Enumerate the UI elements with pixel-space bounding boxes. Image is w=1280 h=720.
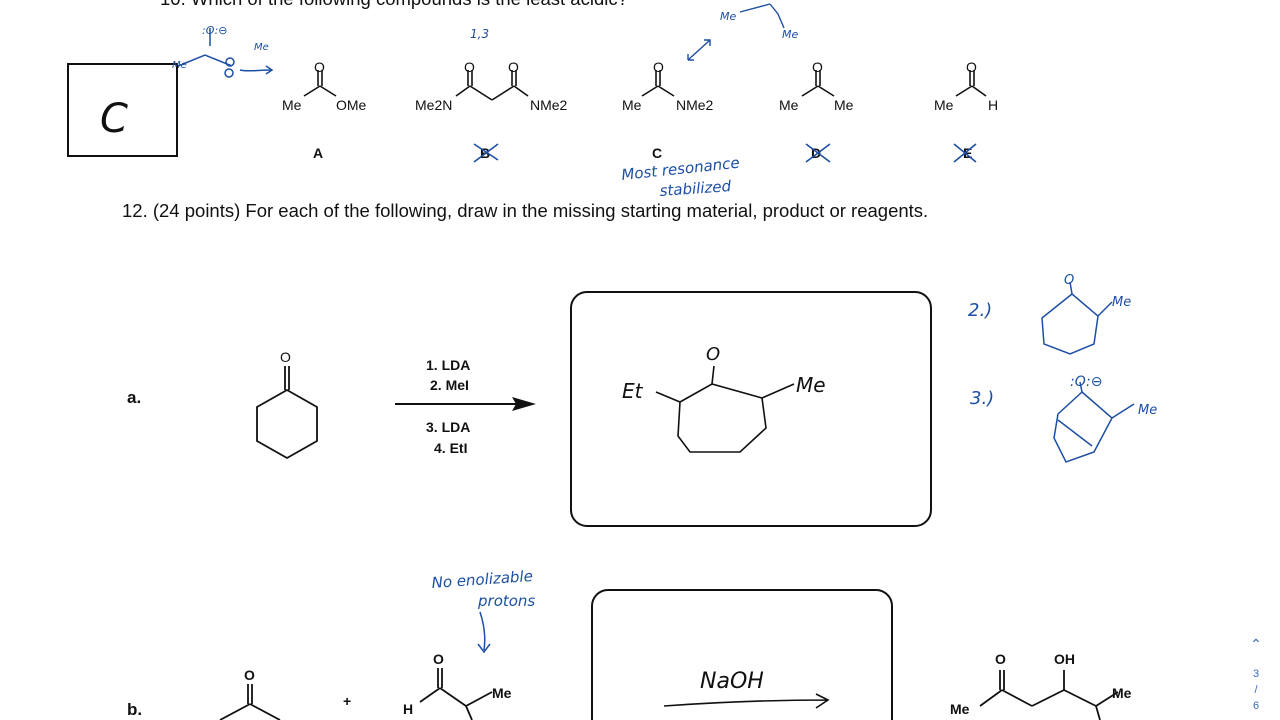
svg-text:NMe2: NMe2 [530,97,568,113]
annotation-no-enolizable: No enolizable [431,567,533,592]
compound-a: O Me OMe A [282,59,367,161]
svg-text:Me: Me [1112,685,1132,701]
ketone-reactant: O [219,667,281,720]
compound-d: O Me Me D [779,59,854,163]
part-b-label: b. [127,700,143,719]
plus-sign: + [343,693,351,709]
page-up-icon[interactable]: ⌃ [1250,636,1262,652]
svg-text:Me: Me [492,685,512,701]
svg-text:Me: Me [934,97,954,113]
svg-text:O: O [280,349,291,365]
question-12-text: 12. (24 points) For each of the followin… [122,200,929,221]
reagent-1: 1. LDA [426,357,470,373]
step-3-oxygen: :O:⊖ [1070,374,1102,390]
current-page: 3 [1252,668,1260,680]
step-2-o: O [1064,273,1074,288]
compound-e: O Me H E [934,59,998,163]
step-2-me: Me [1112,295,1131,310]
cyclohexanone: O [256,349,318,460]
answer-box[interactable] [67,63,178,157]
svg-text:O: O [314,59,325,75]
compound-e-label: E [963,145,972,161]
step-2-sketch [1041,281,1113,355]
step-3-label: 3.) [970,388,994,409]
total-pages: 6 [1252,700,1260,712]
page-separator: / [1254,684,1258,696]
step-3-me: Me [1138,403,1157,418]
annotation-me-c1: Me [720,10,736,23]
answer-letter: C [100,96,128,142]
handdrawn-product-a [655,365,795,453]
handdrawn-et: Et [622,379,644,403]
resonance-structure-sketch [739,3,785,29]
compound-c: O Me NMe2 C [622,59,714,161]
svg-text:Me: Me [950,701,970,717]
resonance-sketch [177,28,274,78]
svg-text:H: H [403,701,413,717]
svg-text:H: H [988,97,998,113]
svg-text:NMe2: NMe2 [676,97,714,113]
reagent-3: 3. LDA [426,419,470,435]
product-box-a[interactable] [570,291,932,527]
reagent-box-b[interactable] [591,589,893,720]
cross-out-e [953,143,977,163]
blue-oxygen-sketch: :O:⊖ [202,24,228,37]
reagent-2: 2. MeI [430,377,469,393]
svg-text:O: O [653,59,664,75]
compound-c-label: C [652,145,662,161]
svg-text:OH: OH [1054,651,1075,667]
cross-out-b [473,143,499,163]
annotation-stabilized: stabilized [659,177,732,200]
compound-b: O O Me2N NMe2 B [415,59,568,163]
svg-text:Me2N: Me2N [415,97,452,113]
annotation-arrow-down [477,611,491,654]
top-question-partial: 10. Which of the following compounds is … [160,0,628,10]
svg-text:O: O [966,59,977,75]
svg-text:Me: Me [779,97,799,113]
aldehyde-reactant: O H Me [403,651,512,720]
svg-text:Me: Me [622,97,642,113]
reaction-arrow-a [395,397,536,411]
svg-text:O: O [433,651,444,667]
reagent-4: 4. EtI [434,440,467,456]
svg-text:Me: Me [834,97,854,113]
cross-out-d [805,143,831,163]
annotation-one-three: 1,3 [470,27,489,41]
part-a-label: a. [127,388,142,407]
page-navigator[interactable]: ⌃ 3 / 6 [1246,636,1266,714]
handdrawn-me: Me [796,373,826,397]
annotation-me-c2: Me [782,28,798,41]
svg-text:O: O [244,667,255,683]
svg-text:Me: Me [282,97,302,113]
svg-text:OMe: OMe [336,97,367,113]
annotation-protons: protons [477,592,535,610]
svg-text:O: O [812,59,823,75]
blue-me-right: Me [254,42,269,53]
svg-text:O: O [464,59,475,75]
svg-text:O: O [508,59,519,75]
svg-text:O: O [995,651,1006,667]
handdrawn-o: O [706,344,720,365]
step-2-label: 2.) [968,300,992,321]
handdrawn-arrow-b [663,693,830,709]
compound-a-label: A [313,145,323,161]
compound-d-label: D [811,145,821,161]
aldol-product: O OH Me Me [950,651,1132,720]
step-3-sketch [1053,381,1135,463]
blue-me-left: Me [172,60,187,71]
handdrawn-naoh: NaOH [700,669,764,694]
resonance-arrow [687,39,711,61]
